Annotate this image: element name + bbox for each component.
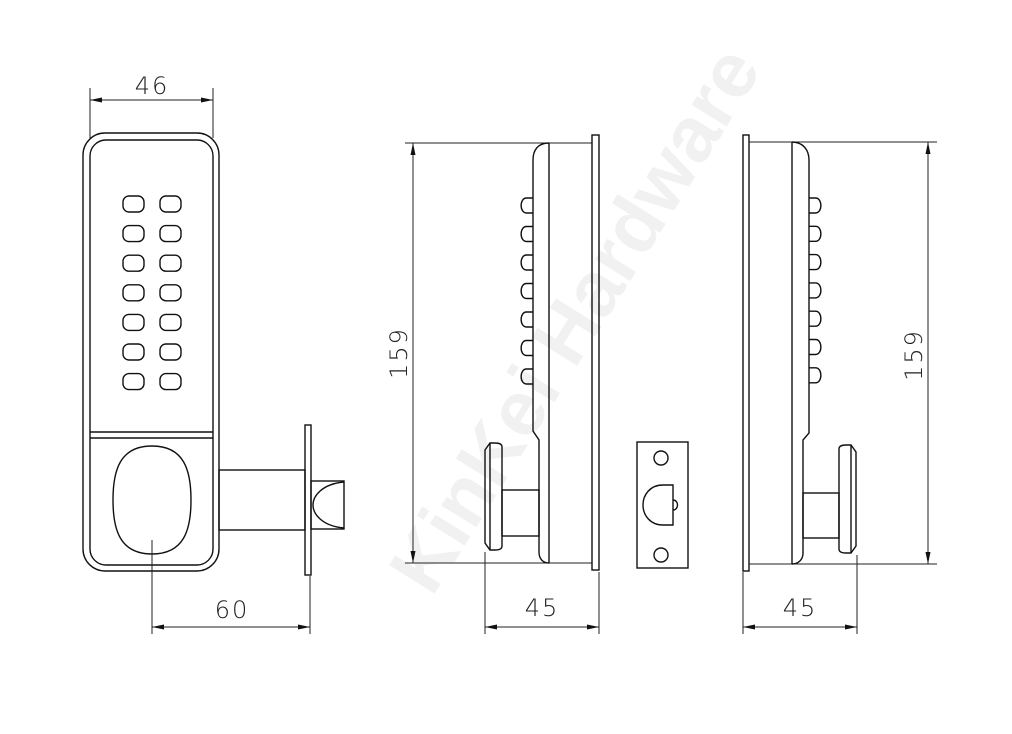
keypad-button: [159, 284, 182, 302]
arrow-head: [298, 624, 310, 630]
keypad-button-side: [809, 310, 822, 327]
keypad-button: [122, 284, 145, 302]
keypad-button-side: [809, 338, 822, 356]
strike-plate: [636, 441, 689, 569]
latch-opening: [642, 484, 674, 526]
depth-dimension-label: 45: [525, 594, 560, 622]
screw-hole: [653, 450, 669, 466]
keypad-button: [122, 224, 145, 243]
keypad-button: [122, 372, 145, 391]
keypad-button-side: [809, 225, 822, 242]
keypad-button: [122, 195, 145, 213]
arrow-head: [485, 624, 497, 630]
latch-notch: [672, 499, 679, 511]
arrow-head: [410, 551, 416, 563]
keypad-button: [122, 313, 145, 332]
arrow-head: [925, 552, 931, 564]
arrow-head: [925, 142, 931, 154]
keypad-button-side: [520, 311, 533, 328]
keypad-side: [809, 197, 822, 384]
keypad-button: [159, 372, 182, 391]
knob-outline: [112, 445, 192, 555]
keypad-side: [520, 197, 533, 385]
keypad-button-side: [809, 282, 822, 299]
depth-dimension-label: 45: [783, 594, 818, 622]
front-view: 46 60: [82, 72, 345, 634]
faceplate-inner: [89, 139, 214, 566]
knob-stem: [802, 492, 840, 539]
bolt-rod: [218, 469, 306, 531]
keypad-button-side: [809, 197, 822, 214]
body-profile: [532, 142, 550, 564]
keypad-button-side: [520, 225, 533, 243]
side-view-right: 159 45: [742, 134, 937, 634]
door-plate: [591, 134, 600, 571]
latch-box: [310, 480, 345, 530]
side-view-left: 159 45: [385, 134, 600, 634]
watermark: KinKei Hardware: [372, 31, 777, 607]
keypad-button-side: [520, 197, 533, 214]
keypad-button-side: [520, 339, 533, 357]
knob-side: [484, 442, 503, 551]
arrow-head: [743, 624, 755, 630]
screw-hole: [653, 547, 669, 563]
backset-dimension-label: 60: [215, 596, 250, 624]
height-dimension-label: 159: [385, 327, 413, 379]
keypad: [122, 195, 182, 391]
keypad-button: [159, 343, 182, 361]
keypad-button: [122, 254, 145, 272]
width-dimension-label: 46: [135, 72, 170, 100]
keypad-button: [159, 254, 182, 272]
height-dimension-label: 159: [900, 329, 928, 381]
faceplate-outer: [82, 132, 220, 572]
arrow-head: [90, 97, 102, 103]
arrow-head: [845, 624, 857, 630]
keypad-button-side: [809, 367, 822, 384]
keypad-button: [159, 224, 182, 243]
keypad-button: [159, 313, 182, 332]
arrow-head: [410, 143, 416, 155]
keypad-button: [159, 195, 182, 213]
keypad-button-side: [520, 368, 533, 385]
keypad-button-side: [520, 282, 533, 300]
knob-side: [838, 444, 857, 554]
keypad-button-side: [809, 253, 822, 271]
arrow-head: [152, 624, 164, 630]
door-plate: [742, 134, 750, 572]
latch-curve: [312, 481, 345, 529]
arrow-head: [201, 97, 213, 103]
keypad-button-side: [520, 254, 533, 271]
strike-plate-outline: [636, 441, 689, 569]
arrow-head: [587, 624, 599, 630]
knob-stem: [501, 489, 540, 537]
body-profile: [791, 141, 810, 565]
keypad-button: [122, 343, 145, 361]
bolt-faceplate: [304, 424, 312, 576]
